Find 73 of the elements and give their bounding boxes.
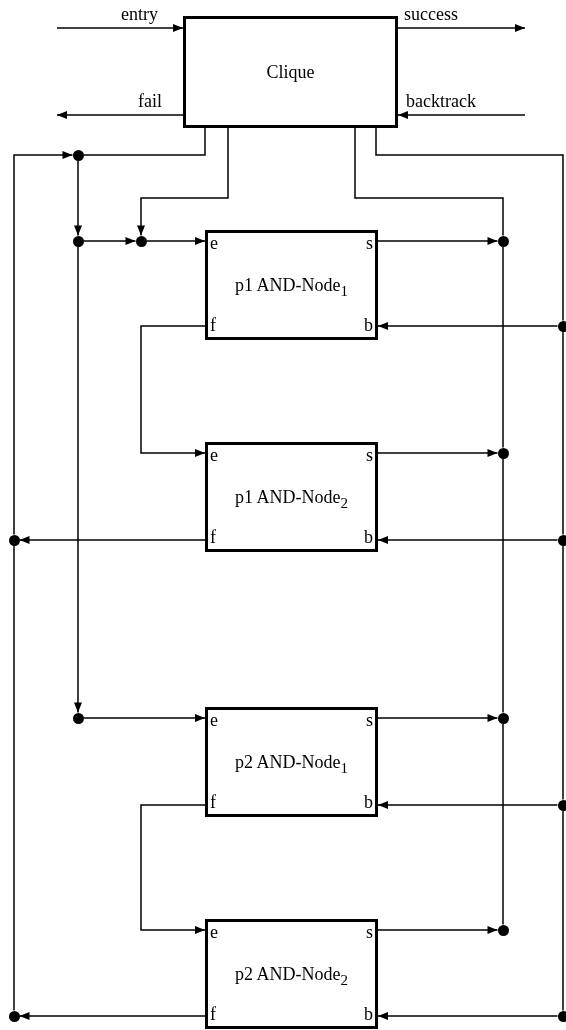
arrow <box>377 322 559 330</box>
port-label: b <box>364 315 373 335</box>
port-label: f <box>210 1004 216 1024</box>
port-label: s <box>366 710 373 730</box>
arrow <box>56 24 184 32</box>
junction-dot <box>557 799 566 811</box>
junction-dot <box>8 1010 20 1022</box>
connector-line <box>375 127 564 322</box>
connector-line <box>82 127 206 156</box>
and-node-box <box>205 442 378 552</box>
arrow <box>397 24 526 32</box>
port-label: s <box>366 922 373 942</box>
arrow <box>145 237 206 245</box>
arrow <box>377 449 499 457</box>
connector-line <box>562 330 564 536</box>
junction-dot <box>557 534 566 546</box>
connector-line <box>13 544 15 1012</box>
and-node-box <box>205 707 378 817</box>
port-label: e <box>210 233 218 253</box>
node-title: Clique <box>265 62 316 82</box>
junction-dot <box>557 320 566 332</box>
arrow <box>18 1012 206 1020</box>
connector-line <box>562 809 564 1012</box>
port-label: b <box>364 1004 373 1024</box>
arrow <box>397 111 526 119</box>
junction-dot <box>497 924 509 936</box>
junction-dot <box>497 447 509 459</box>
arrow <box>140 325 206 457</box>
port-label: f <box>210 792 216 812</box>
port-label: s <box>366 445 373 465</box>
arrow <box>377 714 499 722</box>
node-title: p1 AND-Node$_{2}$ <box>234 487 349 513</box>
arrow <box>82 237 137 245</box>
connector-line <box>354 127 504 237</box>
arrow <box>82 714 206 722</box>
port-label: f <box>210 315 216 335</box>
junction-dot <box>557 1010 566 1022</box>
junction-dot <box>72 149 84 161</box>
arrow <box>140 804 206 934</box>
arrow <box>18 536 206 544</box>
arrow <box>56 111 184 119</box>
arrow <box>137 127 229 237</box>
port-label: e <box>210 445 218 465</box>
arrow <box>377 237 499 245</box>
port-label: s <box>366 233 373 253</box>
connector-line <box>502 245 504 449</box>
junction-dot <box>72 712 84 724</box>
node-title: p2 AND-Node$_{1}$ <box>234 752 349 778</box>
clique-box <box>183 16 398 128</box>
junction-dot <box>72 235 84 247</box>
port-label: e <box>210 710 218 730</box>
arrow <box>377 1012 559 1020</box>
junction-dot <box>497 712 509 724</box>
arrow <box>74 159 82 237</box>
connector-line <box>562 544 564 801</box>
junction-dot <box>135 235 147 247</box>
port-label: b <box>364 527 373 547</box>
arrow <box>74 245 82 714</box>
and-node-box <box>205 919 378 1029</box>
node-title: p1 AND-Node$_{1}$ <box>234 275 349 301</box>
port-label: f <box>210 527 216 547</box>
port-label: e <box>210 922 218 942</box>
port-label: b <box>364 792 373 812</box>
junction-dot <box>497 235 509 247</box>
arrow <box>13 151 74 536</box>
arrow <box>377 536 559 544</box>
connector-line <box>502 722 504 926</box>
and-node-box <box>205 230 378 340</box>
arrow <box>377 926 499 934</box>
connector-line <box>502 457 504 714</box>
junction-dot <box>8 534 20 546</box>
node-title: p2 AND-Node$_{2}$ <box>234 964 349 990</box>
arrow <box>377 801 559 809</box>
